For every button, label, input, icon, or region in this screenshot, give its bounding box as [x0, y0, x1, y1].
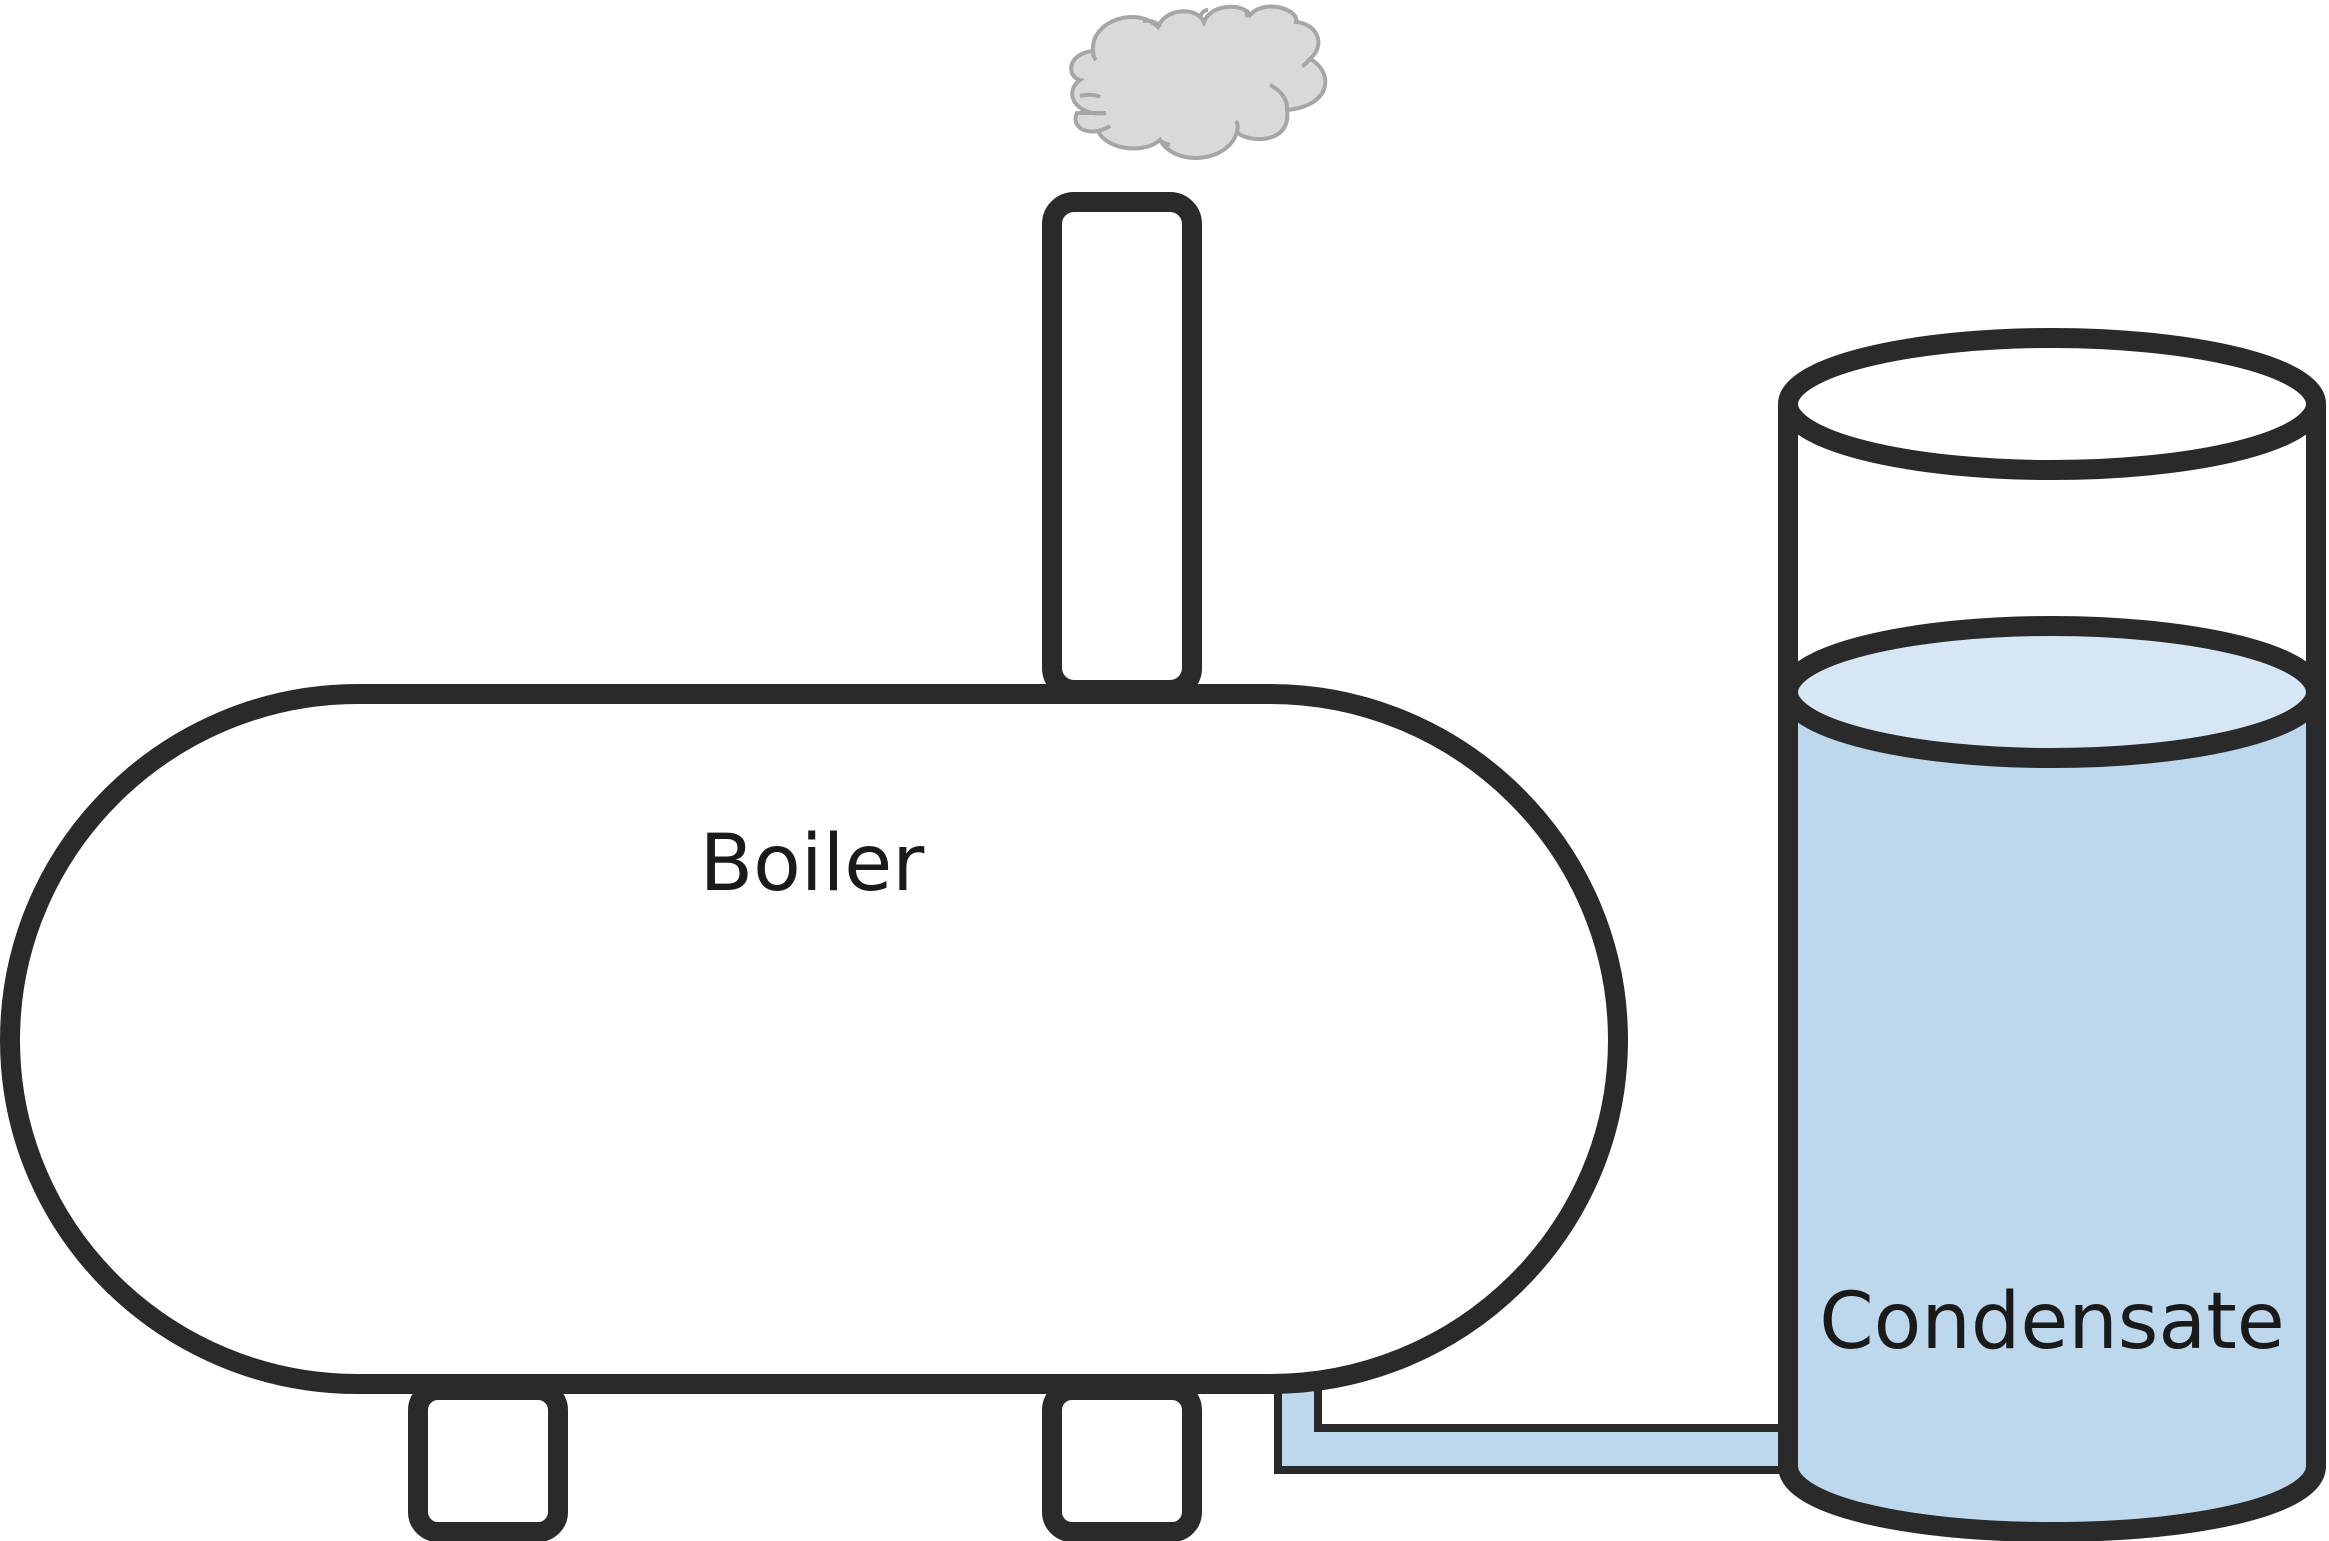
cloud-inner-line: [1142, 18, 1162, 29]
cloud-inner-line: [1097, 124, 1112, 133]
condensate-label: Condensate: [1819, 1277, 2285, 1367]
condensate-water-body: [1788, 692, 2316, 1532]
cloud-inner-line: [1234, 119, 1240, 133]
cloud-inner-line: [1244, 8, 1250, 18]
cloud-inner-line: [1269, 83, 1290, 111]
steam-cloud-icon: [1069, 4, 1328, 160]
cloud-inner-line: [1091, 50, 1098, 62]
boiler-leg-left: [408, 1380, 568, 1541]
cloud-inner-line: [1158, 138, 1171, 147]
condensate-return-pipe: [1274, 1376, 1794, 1474]
boiler-leg-right: [1042, 1380, 1202, 1541]
boiler-body: [0, 684, 1629, 1394]
tank-bottom: [1778, 1464, 2326, 1541]
cloud-inner-line: [1079, 92, 1102, 99]
cloud-inner-line: [1198, 8, 1209, 18]
cloud-inner-line: [1301, 57, 1312, 68]
condensate-tank: [1778, 328, 2326, 1541]
boiler-stack: [1042, 192, 1202, 700]
cloud-shape: [1069, 4, 1328, 160]
tank-top-rim: [1778, 328, 2326, 480]
boiler-label: Boiler: [700, 819, 926, 909]
condensate-water-surface: [1778, 616, 2326, 768]
